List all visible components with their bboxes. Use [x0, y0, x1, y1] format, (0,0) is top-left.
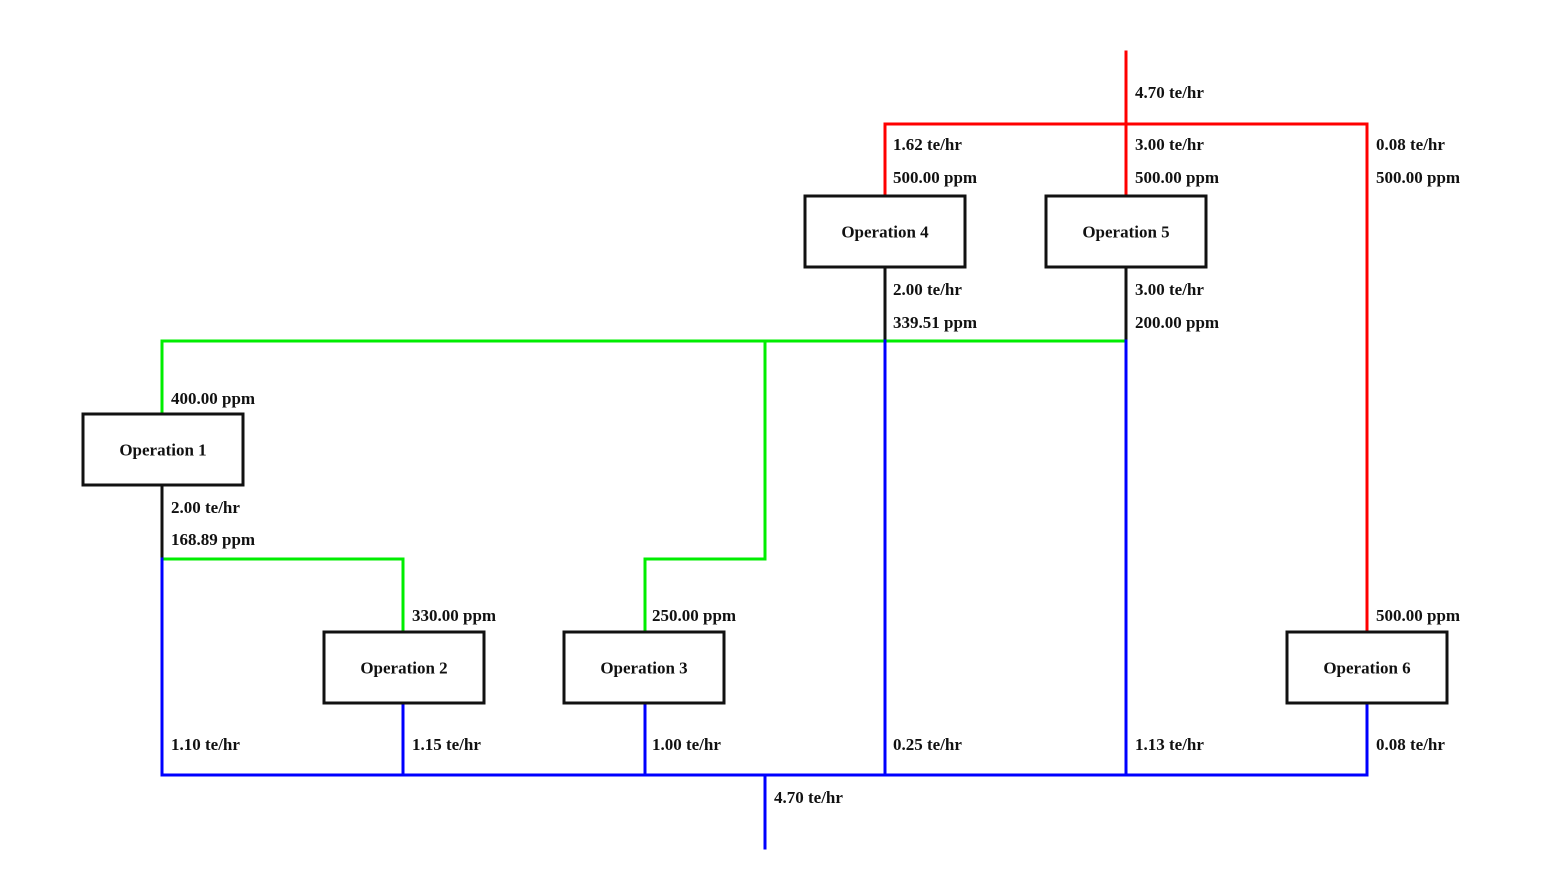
- op3-inlet-ppm: 250.00 ppm: [652, 606, 736, 625]
- operation-6-label: Operation 6: [1323, 659, 1410, 678]
- op5-wastewater-flow: 1.13 te/hr: [1135, 735, 1204, 754]
- reuse-to-op3-pipe: [643, 339, 767, 633]
- op4-outlet-flow: 2.00 te/hr: [893, 280, 962, 299]
- op6-inlet-flow: 0.08 te/hr: [1376, 135, 1445, 154]
- operation-3-node: Operation 3: [562, 630, 726, 705]
- operation-2-node: Operation 2: [322, 630, 486, 705]
- operation-6-node: Operation 6: [1285, 630, 1449, 705]
- freshwater-total-flow: 4.70 te/hr: [1135, 83, 1204, 102]
- op6-wastewater-flow: 0.08 te/hr: [1376, 735, 1445, 754]
- labels-layer: 4.70 te/hr 1.62 te/hr 500.00 ppm 3.00 te…: [171, 83, 1460, 807]
- reuse-to-op2-pipe: [160, 557, 405, 633]
- op6-inlet-ppm-near-box: 500.00 ppm: [1376, 606, 1460, 625]
- operation-4-label: Operation 4: [841, 223, 929, 242]
- operation-1-box: [81, 412, 245, 487]
- operation-1-node: Operation 1: [81, 412, 245, 487]
- wastewater-total-flow: 4.70 te/hr: [774, 788, 843, 807]
- op4-inlet-flow: 1.62 te/hr: [893, 135, 962, 154]
- operation-4-node: Operation 4: [803, 194, 967, 269]
- operation-5-box: [1044, 194, 1208, 269]
- op5-outlet-flow: 3.00 te/hr: [1135, 280, 1204, 299]
- operation-4-box: [803, 194, 967, 269]
- operation-2-box: [322, 630, 486, 705]
- operation-3-box: [562, 630, 726, 705]
- operation-2-label: Operation 2: [360, 659, 447, 678]
- op4-inlet-ppm: 500.00 ppm: [893, 168, 977, 187]
- op2-inlet-ppm: 330.00 ppm: [412, 606, 496, 625]
- op3-wastewater-flow: 1.00 te/hr: [652, 735, 721, 754]
- op5-outlet-ppm: 200.00 ppm: [1135, 313, 1219, 332]
- op1-outlet-flow: 2.00 te/hr: [171, 498, 240, 517]
- op6-inlet-ppm: 500.00 ppm: [1376, 168, 1460, 187]
- operation-5-node: Operation 5: [1044, 194, 1208, 269]
- operation-5-label: Operation 5: [1082, 223, 1169, 242]
- op1-inlet-ppm: 400.00 ppm: [171, 389, 255, 408]
- operation-6-box: [1285, 630, 1449, 705]
- op4-outlet-ppm: 339.51 ppm: [893, 313, 977, 332]
- operation-3-label: Operation 3: [600, 659, 687, 678]
- op1-outlet-ppm: 168.89 ppm: [171, 530, 255, 549]
- op1-wastewater-flow: 1.10 te/hr: [171, 735, 240, 754]
- operations-layer: Operation 1 Operation 2 Operation 3 Operati…: [81, 194, 1449, 705]
- op2-wastewater-flow: 1.15 te/hr: [412, 735, 481, 754]
- operation-1-label: Operation 1: [119, 441, 206, 460]
- op5-inlet-flow: 3.00 te/hr: [1135, 135, 1204, 154]
- pipes-layer: [160, 50, 1369, 850]
- op5-inlet-ppm: 500.00 ppm: [1135, 168, 1219, 187]
- op4-wastewater-flow: 0.25 te/hr: [893, 735, 962, 754]
